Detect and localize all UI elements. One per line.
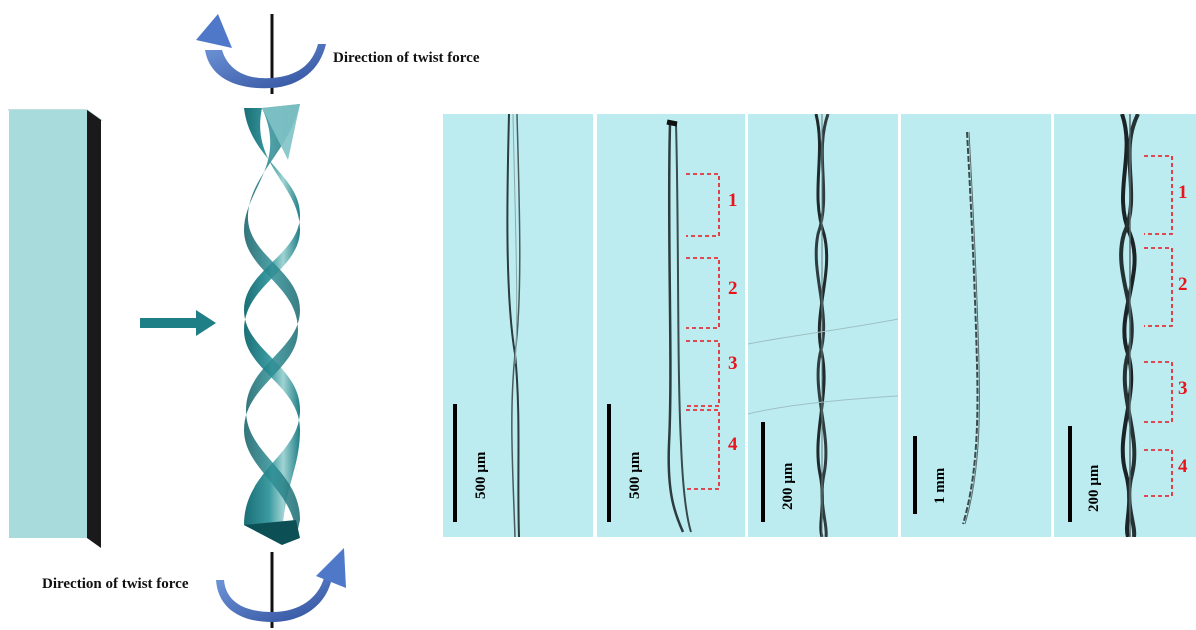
scale-bar-label: 200 µm	[1086, 465, 1103, 512]
scale-bar-label: 500 µm	[473, 452, 490, 499]
bottom-twist-arrow-icon	[216, 548, 346, 628]
scale-bar	[1068, 426, 1072, 522]
micrograph-panel-5: 1 2 3 4 200 µm	[1054, 114, 1196, 537]
top-twist-arrow-icon	[196, 14, 326, 94]
micrograph-panel-3: 200 µm	[748, 114, 898, 537]
segment-label-4: 4	[1178, 456, 1188, 478]
micrograph-panel-4: 1 mm	[901, 114, 1051, 537]
segment-label-3: 3	[1178, 378, 1188, 400]
scale-bar	[453, 404, 457, 522]
scale-bar	[607, 404, 611, 522]
segment-label-3: 3	[728, 353, 738, 375]
segment-label-4: 4	[728, 434, 738, 456]
twist-schematic	[0, 0, 440, 630]
twist-force-label-top: Direction of twist force	[333, 50, 479, 67]
right-arrow-icon	[140, 310, 216, 336]
segment-label-2: 2	[728, 278, 738, 300]
scale-bar-label: 500 µm	[627, 452, 644, 499]
segment-label-2: 2	[1178, 274, 1188, 296]
scale-bar-label: 1 mm	[932, 468, 949, 504]
micrograph-panel-2: 1 2 3 4 500 µm	[597, 114, 745, 537]
twist-force-label-bottom: Direction of twist force	[42, 576, 188, 593]
segment-label-1: 1	[1178, 182, 1188, 204]
micrograph-panel-1: 500 µm	[443, 114, 593, 537]
segment-brackets	[1144, 156, 1172, 496]
scale-bar	[913, 436, 917, 514]
segment-brackets	[686, 174, 719, 489]
twisted-ribbon	[244, 104, 300, 545]
scale-bar-label: 200 µm	[780, 463, 797, 510]
flat-ribbon	[9, 110, 101, 548]
scale-bar	[761, 422, 765, 522]
segment-label-1: 1	[728, 190, 738, 212]
